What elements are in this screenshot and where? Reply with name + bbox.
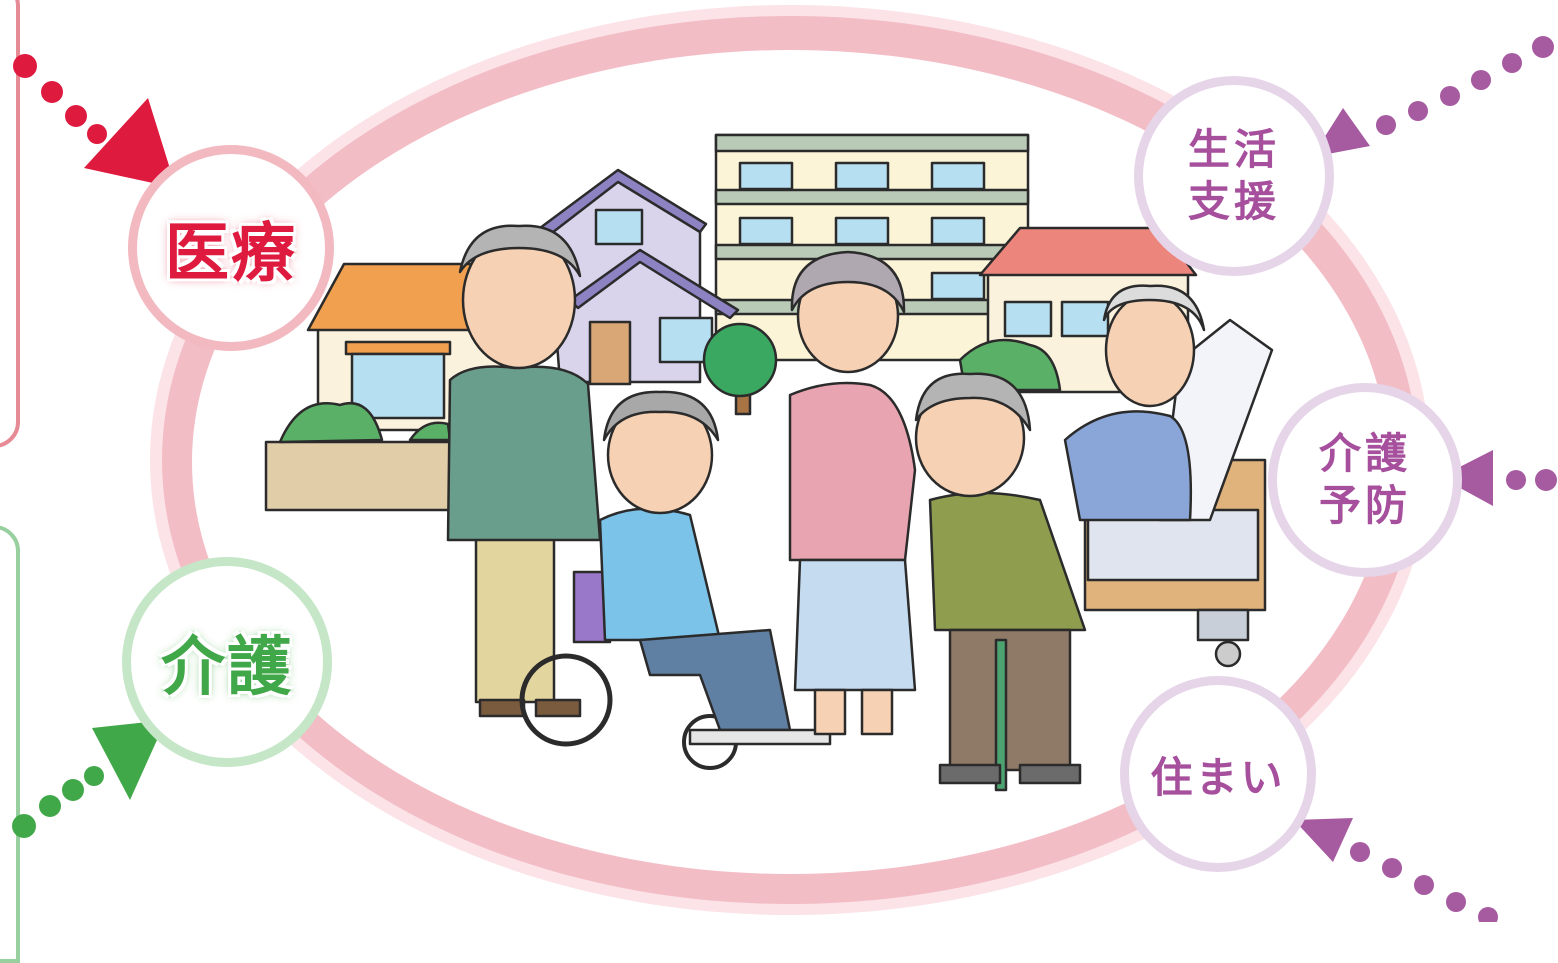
housing-label: 住まい [1150,752,1286,802]
care-prevention-label-line1: 介護 [1318,429,1411,478]
medical-label: 医療 [165,217,297,291]
elderly-community-illustration [264,133,1274,792]
housing-node: 住まい [1120,676,1316,872]
care-label: 介護 [161,631,293,705]
care-prevention-label-line2: 予防 [1318,481,1411,530]
red-dotted-arrow [13,54,176,188]
care-prevention-node: 介護 予防 [1268,383,1462,577]
life-support-label-line1: 生活 [1187,125,1280,174]
purple-dotted-arrow-care-prevention [1440,450,1557,506]
life-support-label-line2: 支援 [1187,177,1280,226]
green-dotted-arrow [12,720,166,838]
medical-node: 医療 [128,145,334,351]
care-node: 介護 [122,557,332,767]
purple-dotted-arrow-housing [1294,818,1498,922]
diagram-graphics [12,5,1557,922]
purple-dotted-arrow-life-support [1312,36,1554,157]
life-support-node: 生活 支援 [1134,76,1334,276]
